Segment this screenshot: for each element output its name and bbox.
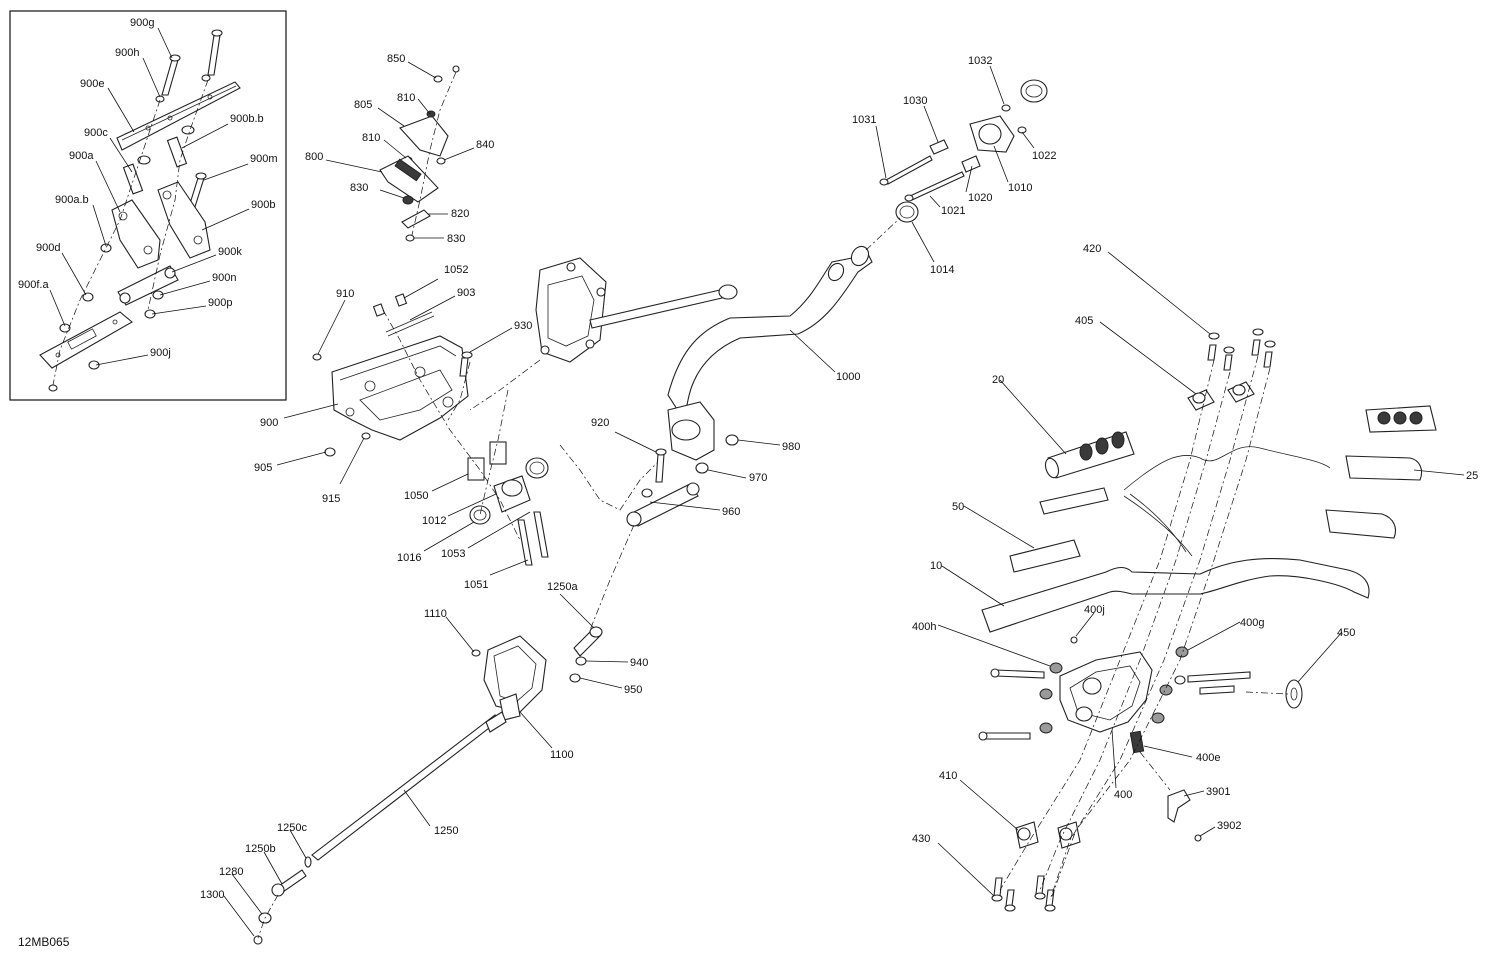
callout-1014: 1014 — [930, 264, 954, 276]
callout-810a: 810 — [397, 92, 415, 104]
steering-support-parts — [312, 257, 738, 566]
callout-1031: 1031 — [852, 114, 876, 126]
callout-805: 805 — [354, 99, 372, 111]
callout-930: 930 — [514, 320, 532, 332]
callout-1300: 1300 — [200, 889, 224, 901]
callout-1052: 1052 — [444, 264, 468, 276]
callout-410: 410 — [939, 770, 957, 782]
callout-400h: 400h — [912, 621, 936, 633]
callout-1016: 1016 — [397, 552, 421, 564]
inset-frame — [9, 10, 287, 401]
callout-1110: 1110 — [424, 608, 447, 620]
callout-900m: 900m — [250, 153, 278, 165]
callout-1280: 1280 — [219, 866, 243, 878]
callout-810b: 810 — [362, 132, 380, 144]
callout-1010: 1010 — [1008, 182, 1032, 194]
callout-1021: 1021 — [941, 205, 965, 217]
callout-430: 430 — [912, 833, 930, 845]
callout-840: 840 — [476, 139, 494, 151]
callout-900c: 900c — [84, 127, 108, 139]
callout-1100: 1100 — [550, 749, 574, 761]
callout-970: 970 — [749, 472, 767, 484]
callout-830b: 830 — [447, 233, 465, 245]
callout-1050: 1050 — [404, 490, 428, 502]
callout-900ab: 900a.b — [55, 194, 89, 206]
callout-1030: 1030 — [903, 95, 927, 107]
callout-10: 10 — [930, 560, 942, 572]
callout-25: 25 — [1466, 470, 1478, 482]
sensor-bracket-parts — [379, 65, 460, 242]
callout-960: 960 — [722, 506, 740, 518]
callout-1022: 1022 — [1032, 150, 1056, 162]
callout-900b: 900b — [251, 199, 275, 211]
callout-20: 20 — [992, 374, 1004, 386]
callout-850: 850 — [387, 53, 405, 65]
callout-1032: 1032 — [968, 55, 992, 67]
callout-1250c: 1250c — [277, 822, 307, 834]
callout-820: 820 — [451, 208, 469, 220]
steering-shaft-parts — [253, 626, 603, 945]
callout-830a: 830 — [350, 182, 368, 194]
callout-450: 450 — [1337, 627, 1355, 639]
callout-900: 900 — [260, 417, 278, 429]
callout-1051: 1051 — [464, 579, 488, 591]
callout-1012: 1012 — [422, 515, 446, 527]
callout-1250a: 1250a — [547, 581, 578, 593]
callout-900bb: 900b.b — [230, 113, 264, 125]
callout-903: 903 — [457, 287, 475, 299]
callout-900fa: 900f.a — [18, 279, 49, 291]
callout-400e: 400e — [1196, 752, 1220, 764]
callout-800: 800 — [305, 151, 323, 163]
callout-910: 910 — [336, 288, 354, 300]
callout-3901: 3901 — [1206, 786, 1230, 798]
handlebar-parts — [978, 328, 1437, 912]
callout-900n: 900n — [212, 272, 236, 284]
callout-420: 420 — [1083, 243, 1101, 255]
callout-900k: 900k — [218, 246, 242, 258]
callout-915: 915 — [322, 493, 340, 505]
callout-900e: 900e — [80, 78, 104, 90]
leader-lines — [49, 27, 1465, 937]
callout-905: 905 — [254, 462, 272, 474]
callout-900g: 900g — [130, 17, 154, 29]
callout-405: 405 — [1075, 315, 1093, 327]
callout-1000: 1000 — [836, 371, 860, 383]
callout-1053: 1053 — [441, 548, 465, 560]
callout-900d: 900d — [36, 242, 60, 254]
callout-900j: 900j — [150, 347, 171, 359]
top-clamp-parts — [879, 79, 1048, 202]
callout-400: 400 — [1114, 789, 1132, 801]
callout-400g: 400g — [1240, 617, 1264, 629]
callout-950: 950 — [624, 684, 642, 696]
callout-1020: 1020 — [968, 192, 992, 204]
callout-labels: 900g 900h 900e 900c 900b.b 900a 900m 900… — [18, 17, 1478, 901]
callout-900p: 900p — [208, 297, 232, 309]
callout-900a: 900a — [69, 150, 94, 162]
callout-940: 940 — [630, 657, 648, 669]
callout-1250b: 1250b — [245, 843, 276, 855]
drawing-code: 12MB065 — [18, 935, 70, 949]
callout-400j: 400j — [1084, 604, 1105, 616]
callout-50: 50 — [952, 501, 964, 513]
callout-900h: 900h — [115, 47, 139, 59]
callout-980: 980 — [782, 441, 800, 453]
callout-920: 920 — [591, 417, 609, 429]
inset-parts — [39, 29, 241, 392]
steering-column-parts — [589, 201, 919, 631]
callout-3902: 3902 — [1217, 820, 1241, 832]
callout-1250: 1250 — [434, 825, 458, 837]
